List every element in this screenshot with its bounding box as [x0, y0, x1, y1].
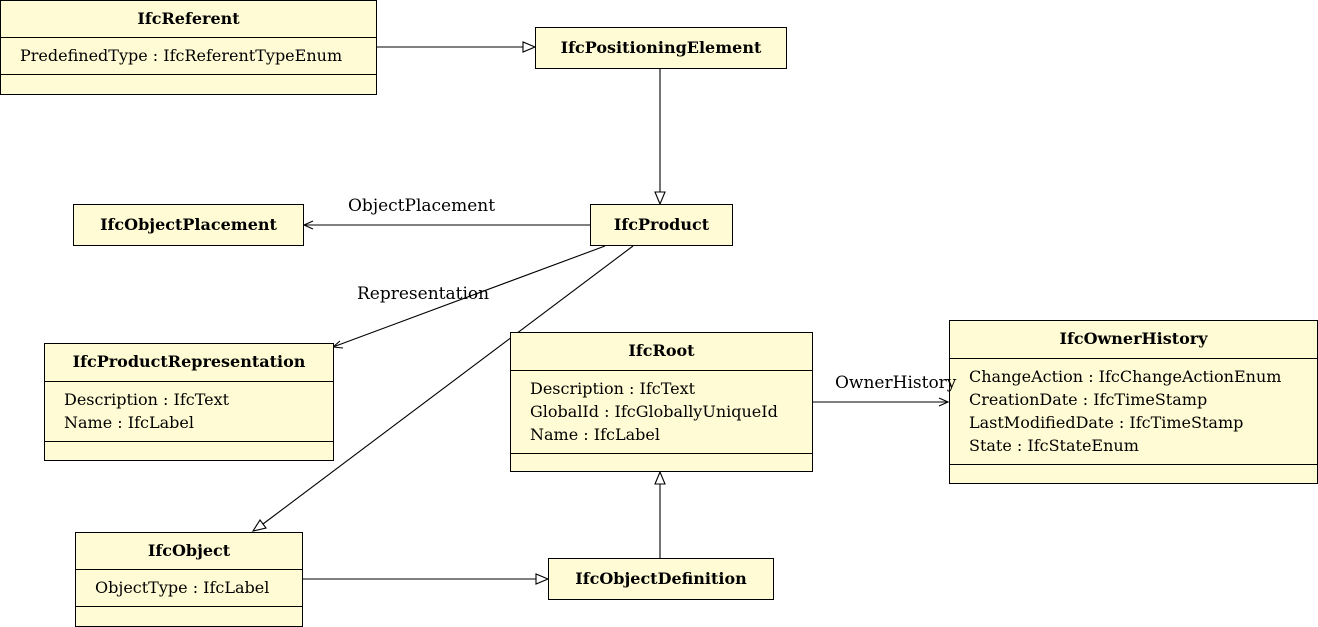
class-ifc-referent: IfcReferent PredefinedType : IfcReferent…	[0, 0, 377, 95]
class-ifc-object-definition: IfcObjectDefinition	[548, 558, 774, 600]
class-ifc-object-placement: IfcObjectPlacement	[73, 204, 304, 246]
operation-compartment	[950, 464, 1317, 482]
class-name: IfcObject	[147, 541, 231, 560]
attribute: Name : IfcLabel	[530, 425, 660, 444]
association-label-owner-history: OwnerHistory	[835, 373, 957, 393]
operation-compartment	[511, 453, 812, 471]
association-object-placement	[302, 220, 590, 230]
class-ifc-product-representation: IfcProductRepresentation Description : I…	[44, 343, 334, 461]
attribute: PredefinedType : IfcReferentTypeEnum	[20, 46, 343, 65]
operation-compartment	[76, 606, 302, 624]
association-owner-history	[812, 397, 950, 407]
generalization-product-to-object	[251, 245, 634, 532]
attribute-compartment: PredefinedType : IfcReferentTypeEnum	[1, 37, 376, 74]
operation-compartment	[1, 74, 376, 92]
attribute: CreationDate : IfcTimeStamp	[969, 390, 1208, 409]
operation-compartment	[45, 441, 333, 459]
class-ifc-product: IfcProduct	[590, 204, 733, 246]
generalization-referent-to-positioning-element	[377, 41, 537, 53]
class-name: IfcReferent	[137, 9, 240, 28]
class-name: IfcProduct	[613, 215, 710, 234]
attribute: Name : IfcLabel	[64, 413, 194, 432]
attribute: ChangeAction : IfcChangeActionEnum	[969, 367, 1282, 386]
class-name: IfcPositioningElement	[560, 38, 762, 57]
class-ifc-owner-history: IfcOwnerHistory ChangeAction : IfcChange…	[949, 320, 1318, 484]
class-ifc-positioning-element: IfcPositioningElement	[535, 27, 787, 69]
generalization-object-definition-to-root	[654, 470, 666, 558]
attribute-compartment: ObjectType : IfcLabel	[76, 569, 302, 606]
class-ifc-object: IfcObject ObjectType : IfcLabel	[75, 532, 303, 627]
class-name: IfcOwnerHistory	[1059, 329, 1208, 348]
generalization-positioning-element-to-product	[654, 68, 666, 206]
attribute: ObjectType : IfcLabel	[95, 578, 270, 597]
association-label-representation: Representation	[357, 284, 490, 304]
association-label-object-placement: ObjectPlacement	[348, 196, 496, 216]
generalization-object-to-object-definition	[302, 573, 550, 585]
attribute: Description : IfcText	[64, 390, 230, 409]
class-name: IfcObjectPlacement	[100, 215, 277, 234]
class-name: IfcRoot	[628, 341, 695, 360]
attribute-compartment: Description : IfcText GlobalId : IfcGlob…	[511, 370, 812, 453]
attribute: Description : IfcText	[530, 379, 696, 398]
attribute-compartment: Description : IfcText Name : IfcLabel	[45, 381, 333, 441]
class-name: IfcObjectDefinition	[575, 569, 747, 588]
attribute: LastModifiedDate : IfcTimeStamp	[969, 413, 1244, 432]
class-ifc-root: IfcRoot Description : IfcText GlobalId :…	[510, 332, 813, 472]
attribute: State : IfcStateEnum	[969, 436, 1139, 455]
class-name: IfcProductRepresentation	[72, 352, 306, 371]
attribute: GlobalId : IfcGloballyUniqueId	[530, 402, 778, 421]
attribute-compartment: ChangeAction : IfcChangeActionEnum Creat…	[950, 358, 1317, 464]
